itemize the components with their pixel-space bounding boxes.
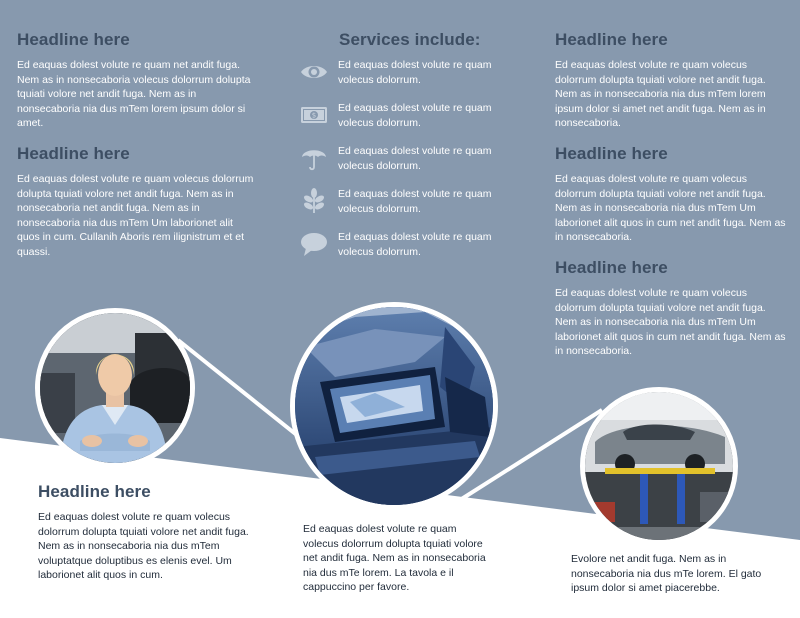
- body-text: Ed eaquas dolest volute re quam volecus …: [555, 59, 766, 130]
- service-text: Ed eaquas dolest volute re quam volecus …: [338, 145, 492, 172]
- speech-bubble-icon: [301, 233, 327, 256]
- body-text: Ed eaquas dolest volute re quam volecus …: [17, 172, 254, 258]
- car-on-lift-illustration: [585, 392, 733, 540]
- right-section-3: Headline here Ed eaquas dolest volute re…: [555, 258, 790, 359]
- svg-text:$: $: [312, 112, 316, 120]
- left-section-1: Headline here Ed eaquas dolest volute re…: [17, 30, 255, 131]
- bottom-left-block: Headline here Ed eaquas dolest volute re…: [38, 482, 258, 583]
- headline: Headline here: [555, 143, 668, 163]
- body-text: Evolore net andit fuga. Nem as in nonsec…: [571, 553, 762, 595]
- headline: Headline here: [555, 257, 668, 277]
- body-text: Ed eaquas dolest volute re quam net andi…: [17, 59, 251, 130]
- right-section-1: Headline here Ed eaquas dolest volute re…: [555, 30, 790, 131]
- bottom-right-block: Evolore net andit fuga. Nem as in nonsec…: [571, 552, 781, 596]
- right-section-2: Headline here Ed eaquas dolest volute re…: [555, 144, 790, 245]
- services-title: Services include:: [339, 30, 481, 49]
- service-text: Ed eaquas dolest volute re quam volecus …: [338, 188, 492, 215]
- body-text: Ed eaquas dolest volute re quam volecus …: [555, 172, 786, 244]
- headline: Headline here: [38, 482, 151, 501]
- damaged-car-illustration: [295, 307, 493, 505]
- left-section-2: Headline here Ed eaquas dolest volute re…: [17, 144, 255, 260]
- services-column: Services include: Ed eaquas dolest volut…: [300, 30, 520, 270]
- right-column: Headline here Ed eaquas dolest volute re…: [555, 30, 790, 359]
- left-column: Headline here Ed eaquas dolest volute re…: [17, 30, 255, 260]
- leaf-icon: [303, 188, 325, 213]
- body-text: Ed eaquas dolest volute re quam volecus …: [303, 523, 486, 594]
- damaged-car-photo: [290, 302, 498, 510]
- mechanic-portrait-photo: [35, 308, 195, 468]
- headline: Headline here: [17, 143, 130, 163]
- car-on-lift-photo: [580, 387, 738, 545]
- service-item: Ed eaquas dolest volute re quam volecus …: [300, 144, 500, 184]
- body-text: Ed eaquas dolest volute re quam volecus …: [38, 511, 249, 582]
- service-item: $ Ed eaquas dolest volute re quam volecu…: [300, 101, 500, 141]
- money-icon: $: [301, 107, 327, 123]
- service-item: Ed eaquas dolest volute re quam volecus …: [300, 58, 500, 98]
- eye-icon: [301, 66, 327, 78]
- umbrella-icon: [302, 150, 326, 171]
- headline: Headline here: [17, 30, 130, 49]
- service-item: Ed eaquas dolest volute re quam volecus …: [300, 187, 500, 227]
- bottom-middle-block: Ed eaquas dolest volute re quam volecus …: [303, 522, 493, 595]
- body-text: Ed eaquas dolest volute re quam volecus …: [555, 286, 786, 358]
- service-text: Ed eaquas dolest volute re quam volecus …: [338, 231, 492, 258]
- headline: Headline here: [555, 30, 668, 49]
- service-item: Ed eaquas dolest volute re quam volecus …: [300, 230, 500, 270]
- service-text: Ed eaquas dolest volute re quam volecus …: [338, 102, 492, 129]
- mechanic-portrait-illustration: [40, 313, 190, 463]
- service-text: Ed eaquas dolest volute re quam volecus …: [338, 59, 492, 86]
